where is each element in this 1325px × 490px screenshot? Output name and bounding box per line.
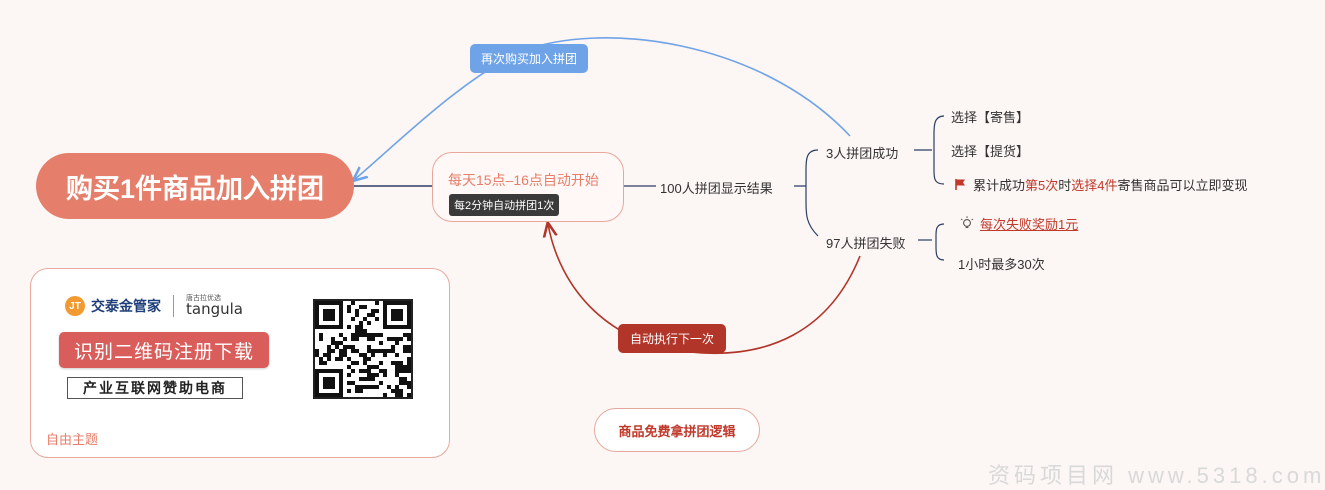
panel-footer: 自由主题 — [46, 432, 99, 447]
center-tag: 每2分钟自动拼团1次 — [449, 194, 560, 216]
success-option-consign[interactable]: 选择【寄售】 — [951, 110, 1030, 125]
failure-reward[interactable]: 每次失败奖励1元 — [960, 214, 1078, 233]
brand-name: 交泰金管家 — [91, 298, 161, 314]
result-brace — [794, 149, 819, 237]
jiaotai-logo-icon: JT — [65, 296, 85, 316]
rebuy-loop-label[interactable]: 再次购买加入拼团 — [470, 44, 588, 73]
note-part-1: 累计成功 — [973, 178, 1026, 193]
root-node[interactable]: 购买1件商品加入拼团 — [36, 153, 354, 219]
note-part-3: 时 — [1058, 178, 1072, 193]
root-label: 购买1件商品加入拼团 — [65, 173, 325, 204]
note-part-4: 选择4件 — [1071, 178, 1118, 193]
sponsor-panel[interactable]: JT 交泰金管家 唐古拉优选 tangula 识别二维码注册下载 产业互联网赞助… — [30, 268, 450, 458]
flag-icon — [955, 179, 965, 190]
center-node[interactable]: 每天15点–16点自动开始 每2分钟自动拼团1次 — [432, 152, 624, 222]
bottom-label-text: 商品免费拿拼团逻辑 — [618, 423, 736, 439]
slogan-box: 产业互联网赞助电商 — [67, 377, 243, 399]
rebuy-text: 再次购买加入拼团 — [480, 52, 577, 66]
result-node[interactable]: 100人拼团显示结果 — [660, 181, 773, 196]
failure-brace — [935, 223, 945, 261]
lightbulb-icon — [960, 215, 974, 228]
brand2-top: 唐古拉优选 — [186, 295, 221, 302]
note-part-2: 第5次 — [1025, 178, 1059, 193]
auto-next-text: 自动执行下一次 — [629, 332, 714, 346]
brand2-name: tangula — [186, 300, 243, 318]
qr-code-icon — [315, 301, 411, 397]
center-title: 每天15点–16点自动开始 — [448, 172, 599, 188]
watermark: 资码项目网 www.5318.com — [988, 463, 1325, 488]
qr-code[interactable] — [313, 299, 413, 399]
failure-node[interactable]: 97人拼团失败 — [826, 236, 906, 251]
success-node[interactable]: 3人拼团成功 — [826, 146, 899, 161]
success-option-pickup[interactable]: 选择【提货】 — [951, 144, 1030, 159]
brand-divider — [173, 295, 174, 317]
brand2: 唐古拉优选 tangula — [186, 295, 243, 317]
auto-next-loop-label[interactable]: 自动执行下一次 — [618, 324, 726, 353]
register-banner: 识别二维码注册下载 — [59, 332, 269, 368]
bottom-label[interactable]: 商品免费拿拼团逻辑 — [594, 408, 760, 452]
success-brace — [933, 115, 945, 185]
failure-limit[interactable]: 1小时最多30次 — [958, 257, 1045, 272]
brand-row: JT 交泰金管家 唐古拉优选 tangula — [65, 295, 243, 317]
note-part-5: 寄售商品可以立即变现 — [1117, 178, 1248, 193]
reward-text: 每次失败奖励1元 — [980, 217, 1079, 232]
success-note[interactable]: 累计成功第5次时选择4件寄售商品可以立即变现 — [954, 175, 1248, 194]
